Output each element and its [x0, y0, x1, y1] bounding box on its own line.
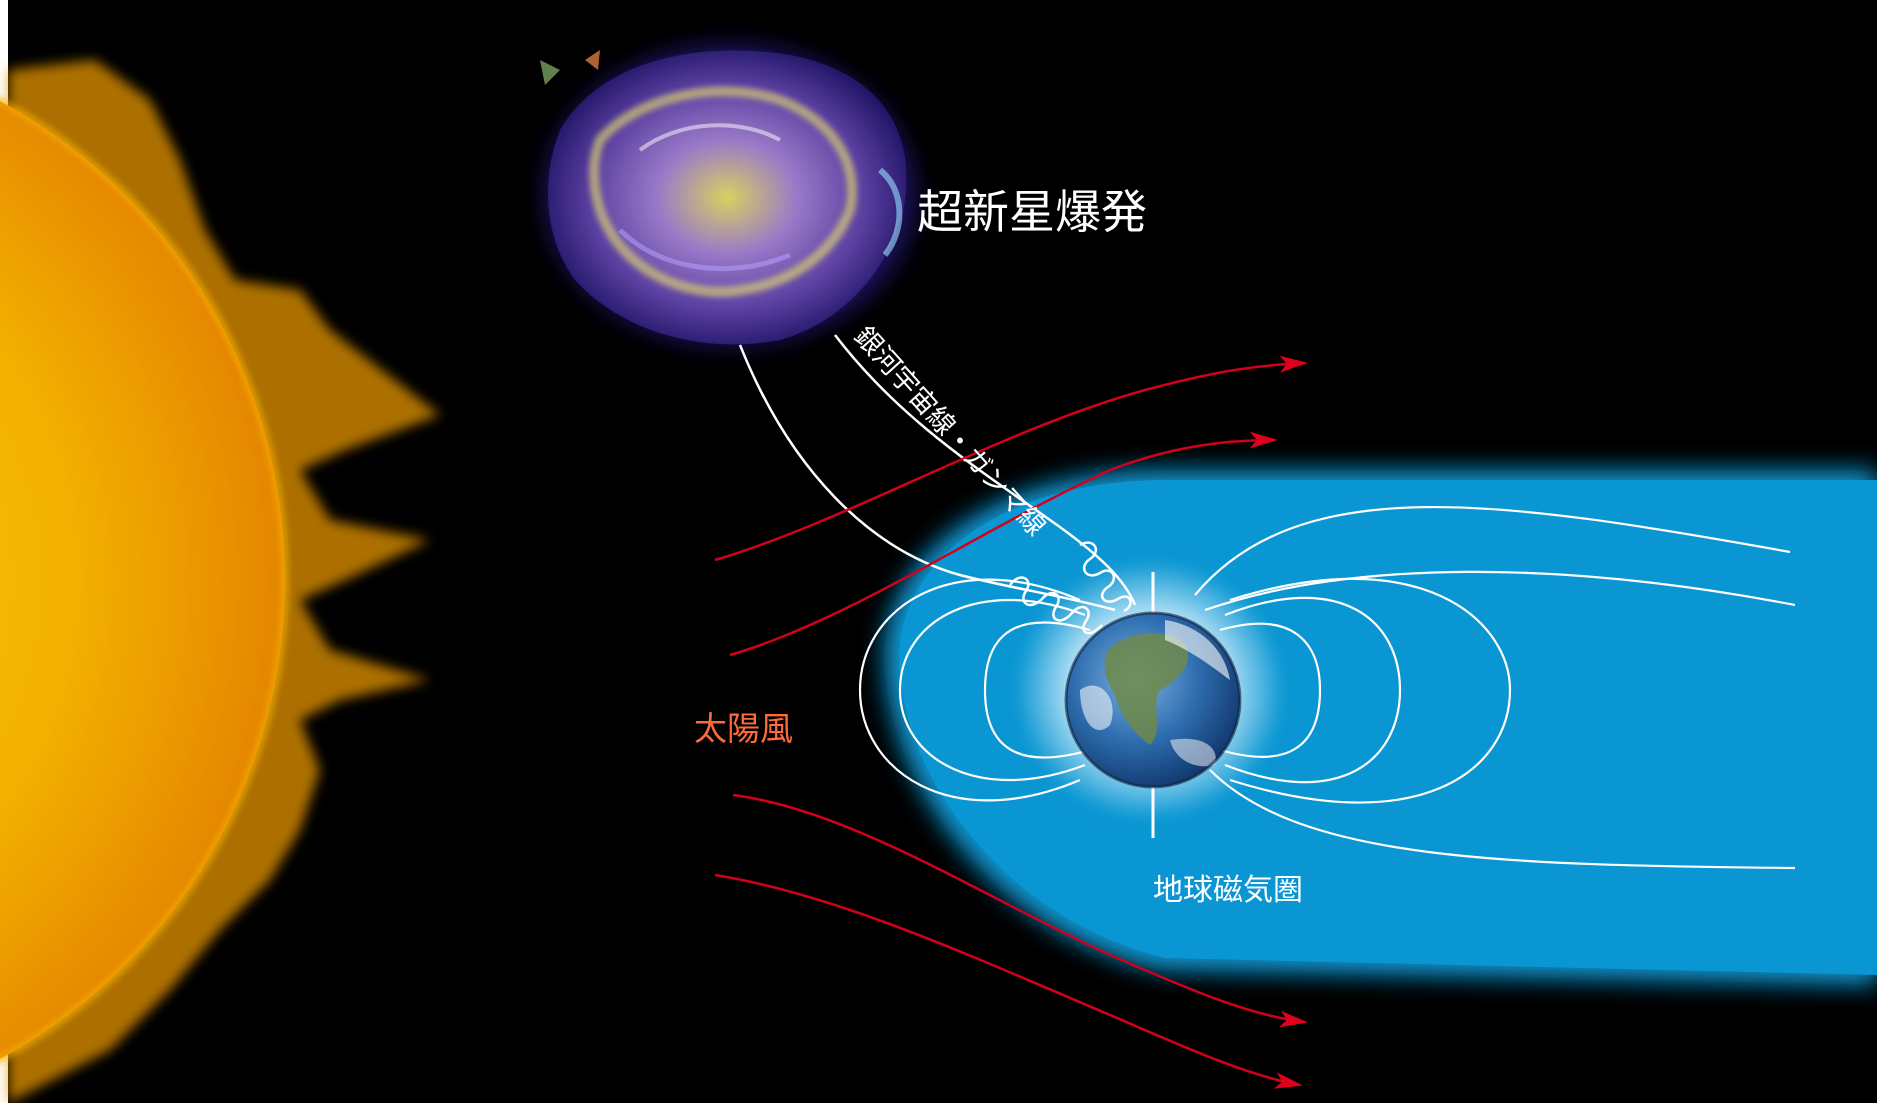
cosmic-ray-paths	[738, 334, 1137, 635]
earth-globe-icon	[1064, 611, 1242, 789]
magnetosphere-label: 地球磁気圏	[1153, 873, 1303, 908]
magnetosphere	[884, 470, 1877, 985]
supernova-remnant-icon	[540, 45, 915, 345]
magnetic-field-lines	[858, 506, 1796, 870]
supernova-label: 超新星爆発	[917, 185, 1147, 239]
sun-icon	[0, 60, 440, 1103]
solar-wind-label: 太陽風	[694, 709, 793, 748]
solar-wind-lines	[714, 355, 1308, 1089]
